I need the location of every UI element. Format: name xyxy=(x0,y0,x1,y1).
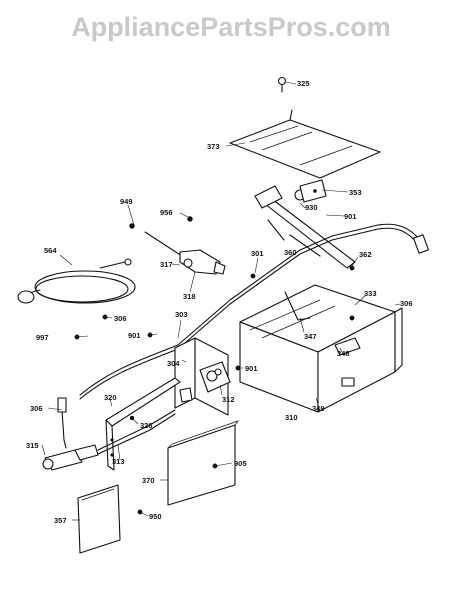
label-320: 320 xyxy=(104,393,117,402)
rail-347 xyxy=(284,291,311,321)
cover-panel-370 xyxy=(167,420,239,506)
heat-shield-373 xyxy=(229,109,381,179)
label-930: 930 xyxy=(305,203,318,212)
label-997: 997 xyxy=(36,333,49,342)
label-361: 301 xyxy=(251,249,264,258)
panel-357 xyxy=(77,484,121,554)
label-306-right: 306 xyxy=(400,299,413,308)
label-564: 564 xyxy=(44,246,57,255)
label-956: 956 xyxy=(160,208,173,217)
side-plate xyxy=(105,377,181,471)
screw-325 xyxy=(277,76,287,93)
label-303: 303 xyxy=(175,310,188,319)
label-306-left: 306 xyxy=(30,404,43,413)
leader-lines xyxy=(41,81,401,521)
label-901c: 901 xyxy=(128,331,141,340)
label-326: 326 xyxy=(140,421,153,430)
label-373: 373 xyxy=(207,142,220,151)
part-labels: 325 373 353 930 901 949 956 301 362 333 … xyxy=(26,79,413,525)
igniter-317 xyxy=(129,216,226,275)
label-904: 304 xyxy=(167,359,180,368)
bracket-353 xyxy=(299,179,327,203)
label-901b: 901 xyxy=(245,364,258,373)
label-362: 362 xyxy=(359,250,372,259)
label-357: 357 xyxy=(54,516,67,525)
gas-tube xyxy=(79,223,429,400)
label-312: 312 xyxy=(222,395,235,404)
label-348: 348 xyxy=(337,349,350,358)
label-949: 949 xyxy=(120,197,133,206)
label-317: 317 xyxy=(160,260,173,269)
label-950: 950 xyxy=(149,512,162,521)
igniter-wire-564 xyxy=(17,258,136,304)
watermark-text: AppliancePartsPros.com xyxy=(71,12,391,42)
label-310: 310 xyxy=(285,413,298,422)
valve-315 xyxy=(42,397,176,471)
label-333: 333 xyxy=(364,289,377,298)
label-347: 347 xyxy=(304,332,317,341)
broiler-pan-366 xyxy=(239,284,403,413)
label-315: 315 xyxy=(26,441,39,450)
label-309: 360 xyxy=(284,248,297,257)
label-313: 313 xyxy=(112,457,125,466)
label-370: 370 xyxy=(142,476,155,485)
label-306-mid: 306 xyxy=(114,314,127,323)
valve-bracket-310 xyxy=(174,337,231,416)
label-905: 905 xyxy=(234,459,247,468)
label-353: 353 xyxy=(349,188,362,197)
label-325: 325 xyxy=(297,79,310,88)
label-318: 318 xyxy=(183,292,196,301)
label-901a: 901 xyxy=(344,212,357,221)
label-349: 349 xyxy=(312,404,325,413)
